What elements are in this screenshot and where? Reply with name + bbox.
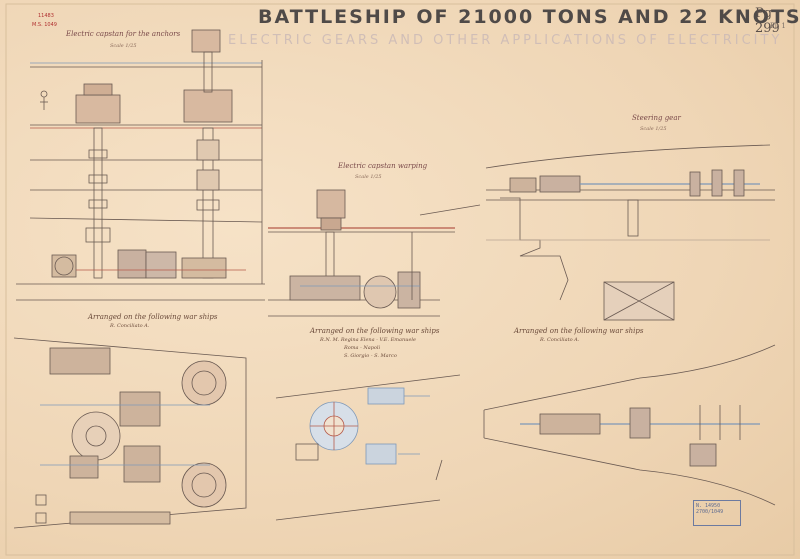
right-arrangement-heading: Arranged on the following war ships	[514, 327, 644, 335]
left-arrangement-ship: R. Conciliato A.	[110, 323, 150, 329]
catalog-box: N. 14950 2700/1049	[693, 500, 741, 526]
warping-capstan-plan	[275, 374, 461, 521]
warping-caption: Electric capstan warping	[338, 162, 428, 170]
sheet-border	[5, 3, 795, 556]
steering-caption: Steering gear	[632, 114, 681, 122]
anchor-capstan-elevation	[16, 29, 265, 301]
capstan-scale: Scale 1/25	[110, 43, 137, 49]
warping-scale: Scale 1/25	[355, 174, 382, 180]
middle-arrangement-ship-3: S. Giorgio - S. Marco	[344, 353, 397, 359]
sheet-subtitle: ELECTRIC GEARS AND OTHER APPLICATIONS OF…	[228, 33, 783, 48]
sheet-number: Pg 299	[755, 6, 780, 36]
middle-arrangement-ship-2: Roma - Napoli	[344, 345, 381, 351]
middle-arrangement-ship-1: R.N. M. Regina Elena - V.E. Emanuele	[320, 337, 416, 343]
steering-gear-plan	[483, 344, 776, 506]
steering-gear-elevation	[485, 144, 775, 321]
catalog-line-1: N. 14950	[696, 503, 721, 509]
middle-arrangement-heading: Arranged on the following war ships	[310, 327, 440, 335]
scale-figure	[40, 90, 48, 110]
capstan-plan-view	[13, 337, 247, 529]
right-arrangement-ship: R. Conciliato A.	[540, 337, 580, 343]
capstan-caption: Electric capstan for the anchors	[66, 30, 181, 38]
steering-scale: Scale 1/25	[640, 126, 667, 132]
sheet-sub-number: Pl. 1	[770, 22, 786, 30]
warping-capstan-elevation	[268, 189, 481, 317]
left-arrangement-heading: Arranged on the following war ships	[88, 313, 218, 321]
catalog-line-2: 2700/1049	[696, 509, 724, 515]
sheet-title: BATTLESHIP OF 21000 TONS AND 22 KNOTS	[258, 6, 800, 28]
archive-stamp-code: M.S. 1049	[32, 22, 57, 28]
archive-stamp-number: 11483	[38, 13, 54, 19]
